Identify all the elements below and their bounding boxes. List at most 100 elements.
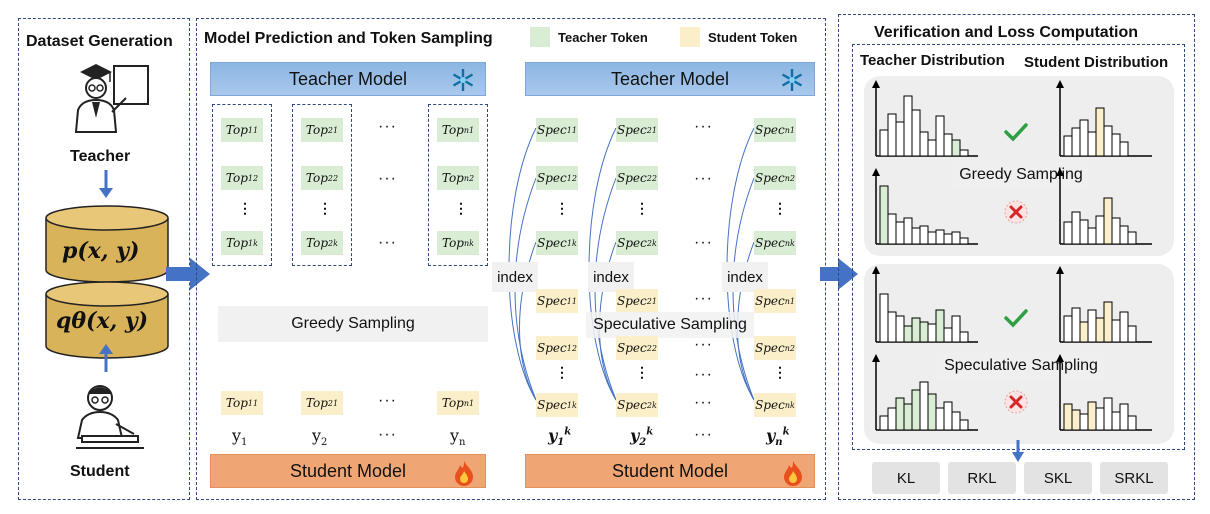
arrow-to-losses: [1012, 440, 1024, 462]
vertical-ellipsis: ⋮: [555, 364, 569, 380]
output-ynk: ynk: [766, 426, 790, 449]
teacher-model-left: Teacher Model: [210, 62, 486, 96]
histogram-teacher-spec-1: [872, 266, 978, 343]
student-figure-icon: [76, 385, 144, 449]
topk-column-1: [212, 104, 272, 266]
horizontal-ellipsis: ···: [694, 170, 713, 187]
teacher-model-left-label: Teacher Model: [288, 68, 408, 89]
index-arcs: [508, 127, 755, 401]
horizontal-ellipsis: ···: [694, 366, 713, 383]
histogram-student-spec-2: [1056, 354, 1152, 431]
histogram-student-greedy-2: [1056, 168, 1152, 245]
horizontal-ellipsis: ···: [694, 234, 713, 251]
index-label: index: [588, 262, 634, 292]
legend-teacher-swatch: [530, 27, 550, 47]
student-label: Student: [70, 463, 130, 480]
topk-column-n: [428, 104, 488, 266]
vertical-ellipsis: ⋮: [773, 200, 787, 216]
vertical-ellipsis: ⋮: [238, 200, 252, 216]
horizontal-ellipsis: ···: [694, 394, 713, 411]
horizontal-ellipsis: ···: [378, 234, 397, 251]
flame-icon: [453, 460, 475, 491]
database-cylinder-p: [45, 205, 169, 283]
horizontal-ellipsis: ···: [378, 170, 397, 187]
greedy-verification-label: Greedy Sampling: [952, 162, 1090, 188]
horizontal-ellipsis: ···: [694, 118, 713, 135]
student-model-right: Student Model: [525, 454, 815, 488]
prediction-title: Model Prediction and Token Sampling: [204, 30, 493, 47]
histogram-teacher-greedy-2: [872, 168, 978, 245]
vertical-ellipsis: ⋮: [555, 200, 569, 216]
horizontal-ellipsis: ···: [694, 290, 713, 307]
cross-icon: [1004, 200, 1028, 224]
horizontal-ellipsis: ···: [378, 426, 397, 443]
arrow-prediction-to-verification: [820, 258, 858, 290]
loss-kl: KL: [872, 462, 940, 494]
greedy-sampling-label: Greedy Sampling: [218, 306, 488, 342]
legend-student-label: Student Token: [708, 30, 798, 45]
arrow-student-to-db: [99, 344, 113, 372]
check-icon: [1004, 309, 1028, 328]
legend-student-swatch: [680, 27, 700, 47]
snowflake-icon: [451, 68, 475, 97]
student-distribution-label: Student Distribution: [1024, 54, 1169, 71]
histogram-teacher-greedy-1: [872, 80, 978, 157]
dataset-generation-title: Dataset Generation: [26, 33, 173, 50]
loss-skl: SKL: [1024, 462, 1092, 494]
cross-icon: [1004, 390, 1028, 414]
speculative-sampling-label: Speculative Sampling: [586, 312, 754, 338]
output-yn: yn: [450, 426, 466, 449]
loss-rkl: RKL: [948, 462, 1016, 494]
horizontal-ellipsis: ···: [378, 392, 397, 409]
dataset-generation-panel: [18, 18, 190, 500]
histogram-student-greedy-1: [1056, 80, 1152, 157]
teacher-figure-icon: [74, 64, 149, 133]
db-p-label: p(x, y): [62, 238, 140, 264]
check-icon: [1004, 123, 1028, 142]
database-cylinder-q: [45, 281, 169, 359]
teacher-label: Teacher: [70, 148, 131, 165]
vertical-ellipsis: ⋮: [635, 364, 649, 380]
flame-icon: [782, 460, 804, 491]
index-label: index: [492, 262, 538, 292]
legend-teacher-label: Teacher Token: [558, 30, 648, 45]
output-y2k: y2k: [630, 426, 654, 449]
verification-title: Verification and Loss Computation: [874, 24, 1139, 41]
output-y2: y2: [312, 426, 328, 449]
vertical-ellipsis: ⋮: [635, 200, 649, 216]
verification-panel: [838, 14, 1195, 500]
snowflake-icon: [780, 68, 804, 97]
horizontal-ellipsis: ···: [694, 426, 713, 443]
arrow-dataset-to-prediction: [166, 258, 210, 290]
histogram-teacher-spec-2: [872, 354, 978, 431]
histogram-student-spec-1: [1056, 266, 1152, 343]
index-label: index: [722, 262, 768, 292]
arrow-teacher-to-db: [99, 170, 113, 198]
student-model-right-label: Student Model: [611, 460, 729, 481]
vertical-ellipsis: ⋮: [454, 200, 468, 216]
